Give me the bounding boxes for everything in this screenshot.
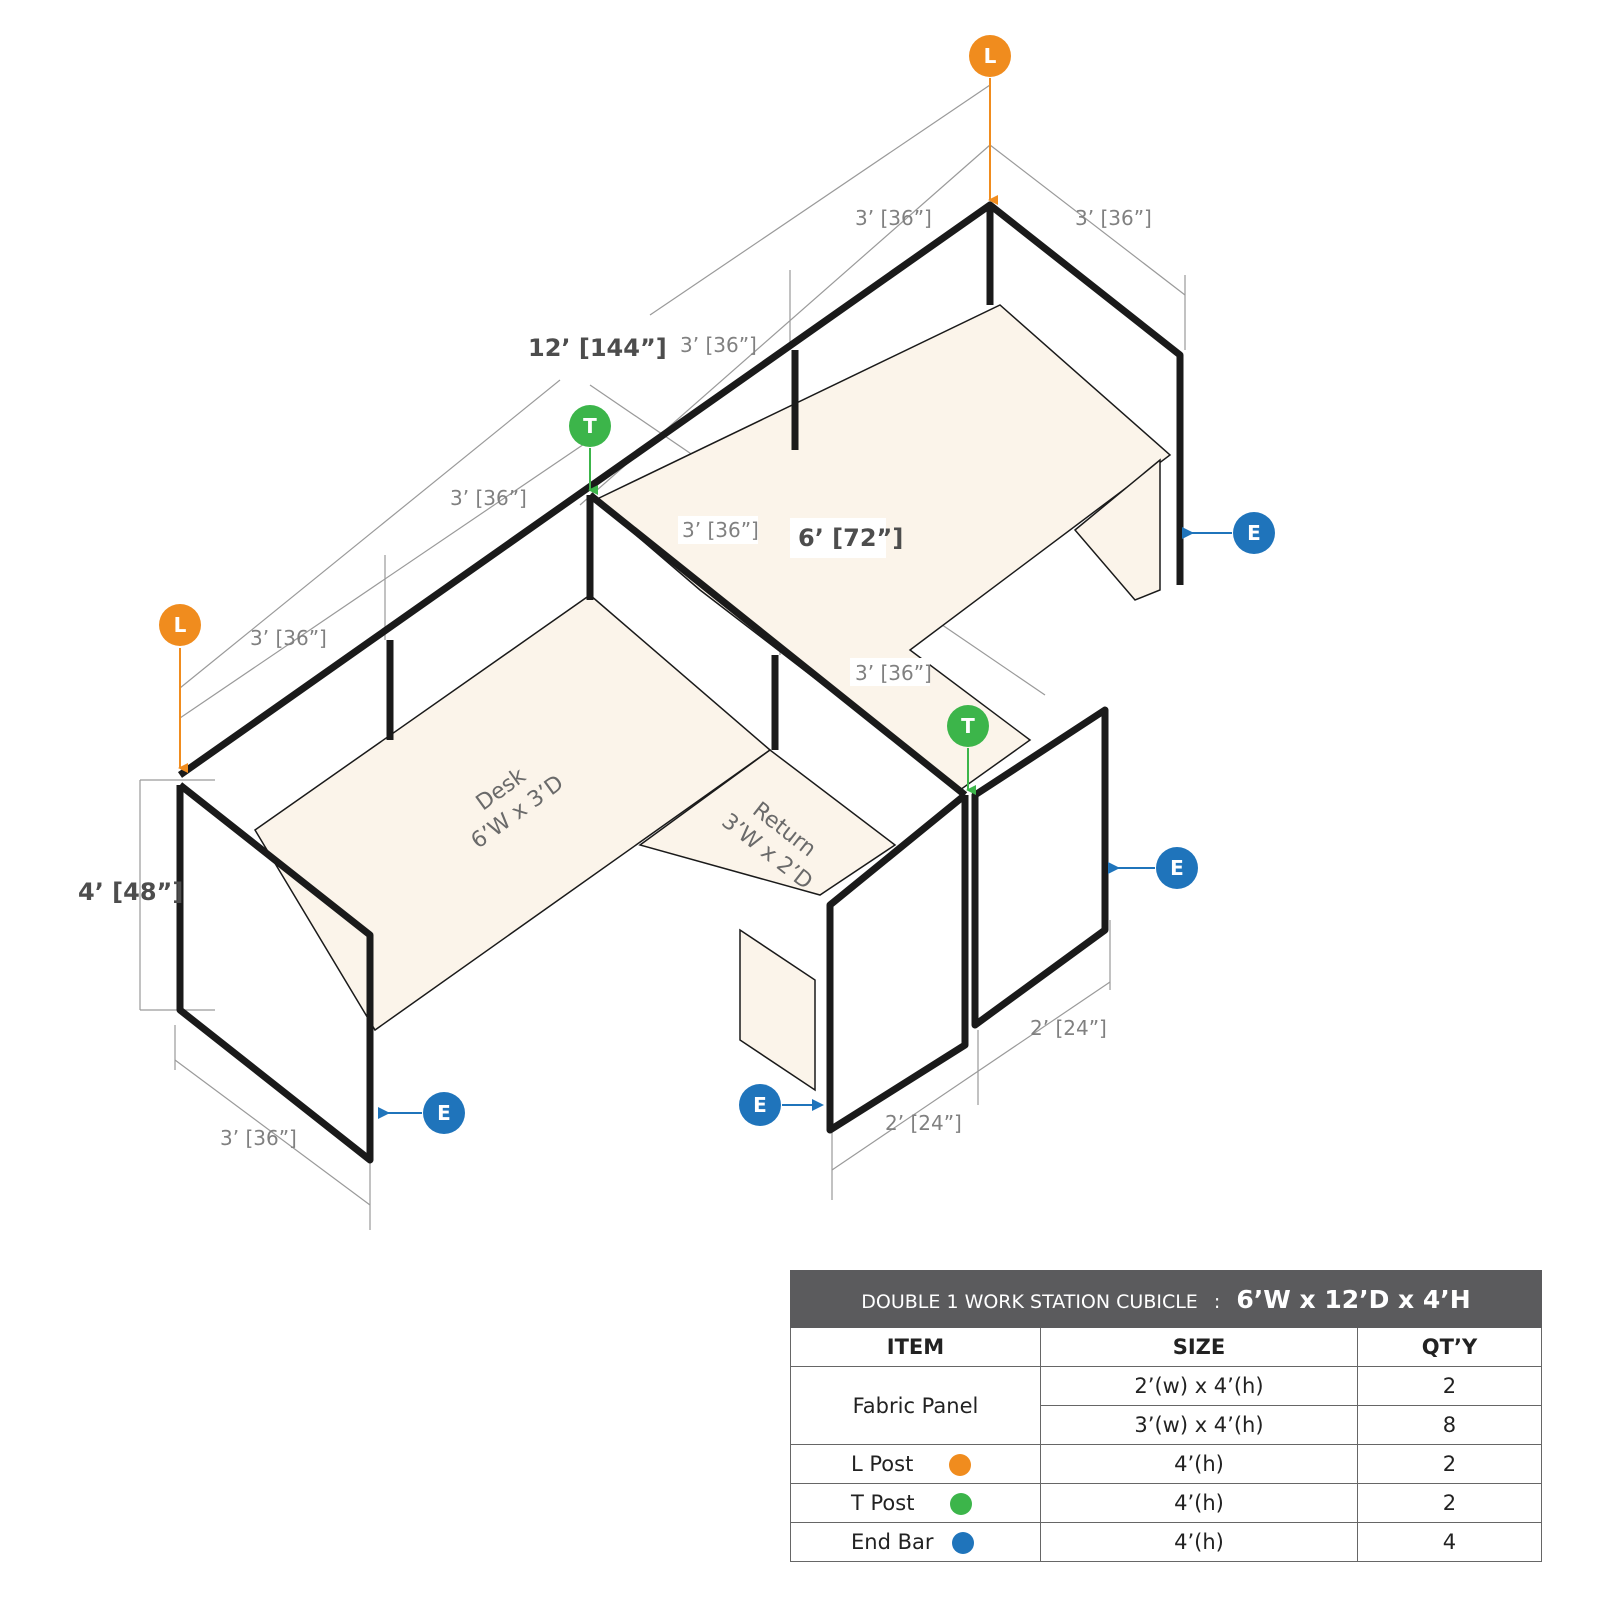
overall-width-label: 6’ [72”]: [798, 524, 903, 552]
dim-top-left: 3’ [36”]: [855, 206, 932, 230]
row-qty: 2: [1356, 1483, 1543, 1523]
table-row: 3’(w) x 4’(h) 8: [791, 1405, 1543, 1445]
row-size: 4’(h): [1039, 1483, 1358, 1523]
t-post-badge-letter: T: [583, 414, 597, 438]
table-title-dimensions: 6’W x 12’D x 4’H: [1236, 1284, 1471, 1314]
end-bar-dot-icon: [951, 1532, 974, 1554]
end-bar-badge-icon: [1233, 512, 1275, 554]
row-item: L Post: [851, 1452, 914, 1476]
end-bar-badge-icon: [423, 1092, 465, 1134]
end-bar-badge-letter: E: [1170, 856, 1184, 880]
dim-width-mid: 3’ [36”]: [682, 518, 759, 542]
parts-table: DOUBLE 1 WORK STATION CUBICLE : 6’W x 12…: [790, 1270, 1543, 1562]
dim-bottom-left: 3’ [36”]: [220, 1126, 297, 1150]
dim-mid: 3’ [36”]: [450, 486, 527, 510]
desk-leg-right: [1073, 458, 1161, 601]
l-post-badge-letter: L: [984, 44, 997, 68]
table-row: End Bar 4’(h) 4: [790, 1522, 1543, 1562]
panel-frames: [176, 201, 1184, 1164]
row-item-cell: T Post: [790, 1483, 1041, 1523]
row-size: 3’(w) x 4’(h): [1039, 1405, 1358, 1445]
l-post-dot-icon: [949, 1454, 972, 1476]
l-post-badge-icon: [159, 604, 201, 646]
divider-frame: [587, 492, 968, 798]
table-title-bar: DOUBLE 1 WORK STATION CUBICLE : 6’W x 12…: [790, 1270, 1542, 1328]
row-qty: 4: [1356, 1522, 1543, 1562]
dim-width-low: 3’ [36”]: [855, 661, 932, 685]
dimension-labels: 12’ [144”] 6’ [72”] 4’ [48”] 3’ [36”] 3’…: [78, 206, 1152, 1150]
l-post-badge-letter: L: [174, 613, 187, 637]
row-item-cell: L Post: [790, 1444, 1041, 1484]
t-post-badge-icon: [947, 705, 989, 747]
row-qty: 2: [1356, 1366, 1543, 1406]
dim-upper-mid: 3’ [36”]: [680, 333, 757, 357]
t-post-callout-mid: T: [569, 405, 611, 495]
end-bar-badge-icon: [1156, 847, 1198, 889]
t-post-badge-icon: [569, 405, 611, 447]
header-size: SIZE: [1039, 1327, 1358, 1367]
header-qty: QT’Y: [1356, 1327, 1543, 1367]
table-title-separator: :: [1213, 1290, 1221, 1313]
table-row: T Post 4’(h) 2: [790, 1483, 1543, 1523]
end-bar-callout-right-upper: E: [1182, 512, 1275, 554]
row-item: T Post: [851, 1491, 915, 1515]
end-panel-front-right: [971, 706, 1109, 1029]
row-item-cell: End Bar: [790, 1522, 1041, 1562]
overall-depth-label: 12’ [144”]: [528, 334, 667, 362]
cubicle-isometric-diagram: Desk 6’W x 3’D Return 3’W x 2’D 12’ [144…: [78, 35, 1275, 1230]
row-qty: 8: [1356, 1405, 1543, 1445]
back-frame-top: [177, 201, 1184, 778]
row-size: 4’(h): [1039, 1444, 1358, 1484]
l-post-callout-left: L: [159, 604, 201, 773]
row-qty: 2: [1356, 1444, 1543, 1484]
dim-front-left: 2’ [24”]: [885, 1111, 962, 1135]
row-size: 2’(w) x 4’(h): [1039, 1366, 1358, 1406]
dim-lower: 3’ [36”]: [250, 626, 327, 650]
t-post-dot-icon: [950, 1493, 973, 1515]
end-bar-badge-letter: E: [437, 1101, 451, 1125]
t-post-badge-letter: T: [961, 714, 975, 738]
height-label: 4’ [48”]: [78, 878, 183, 906]
table-title: DOUBLE 1 WORK STATION CUBICLE: [861, 1290, 1198, 1313]
end-panel-left: [176, 782, 374, 1164]
t-post-callout-front: T: [947, 705, 989, 795]
dim-top-right: 3’ [36”]: [1075, 206, 1152, 230]
pedestal-drawers: [739, 928, 816, 1092]
end-bar-badge-letter: E: [1247, 521, 1261, 545]
end-bar-callout-front: E: [739, 1084, 824, 1126]
table-row: Fabric Panel 2’(w) x 4’(h) 2: [790, 1366, 1543, 1445]
end-bar-callout-right-lower: E: [1108, 847, 1198, 889]
end-panel-front-left: [826, 792, 969, 1134]
row-size: 4’(h): [1039, 1522, 1358, 1562]
end-bar-callout-left: E: [378, 1092, 465, 1134]
header-item: ITEM: [790, 1327, 1041, 1367]
table-row: L Post 4’(h) 2: [790, 1444, 1543, 1484]
end-bar-badge-letter: E: [753, 1093, 767, 1117]
row-item: End Bar: [851, 1530, 934, 1554]
l-post-badge-icon: [969, 35, 1011, 77]
return-surface: [638, 749, 897, 896]
row-item: Fabric Panel: [790, 1366, 1041, 1445]
l-post-callout-top: L: [969, 35, 1011, 205]
dim-front-right: 2’ [24”]: [1030, 1016, 1107, 1040]
end-bar-badge-icon: [739, 1084, 781, 1126]
